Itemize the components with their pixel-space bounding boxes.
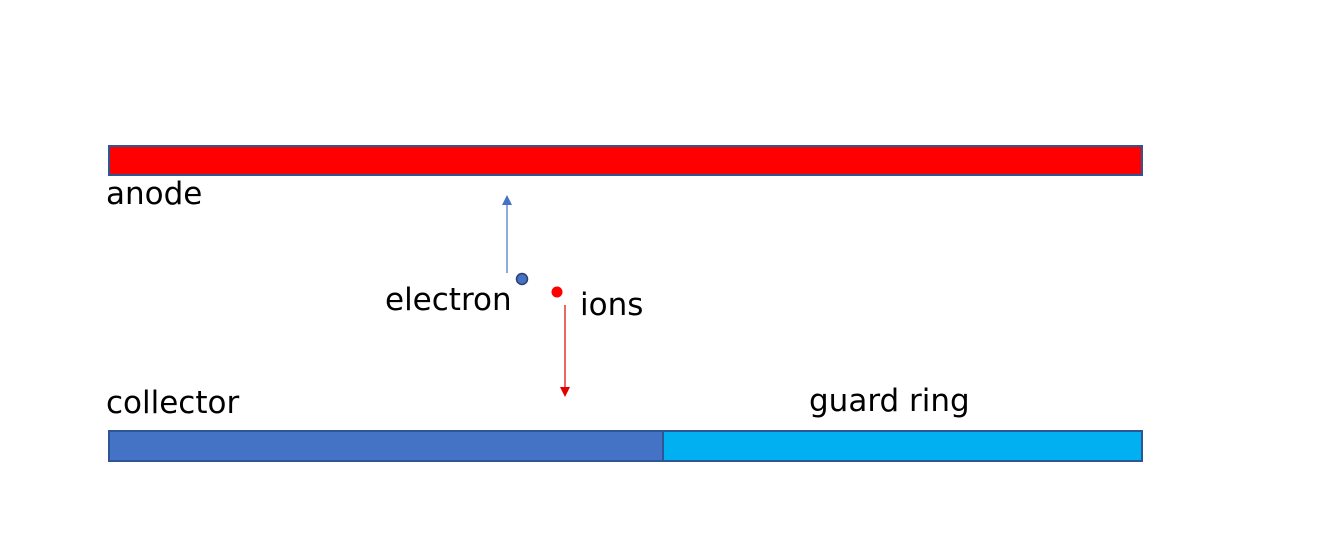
anode-label: anode — [106, 176, 203, 212]
guard-ring-label: guard ring — [809, 383, 970, 419]
electron-label: electron — [385, 282, 512, 318]
guard-ring-plate — [662, 430, 1143, 462]
anode-plate — [108, 145, 1143, 176]
collector-plate — [108, 430, 664, 462]
electron-particle — [515, 272, 529, 286]
ion-particle — [551, 286, 563, 298]
collector-label: collector — [106, 385, 240, 421]
ions-label: ions — [580, 287, 644, 323]
